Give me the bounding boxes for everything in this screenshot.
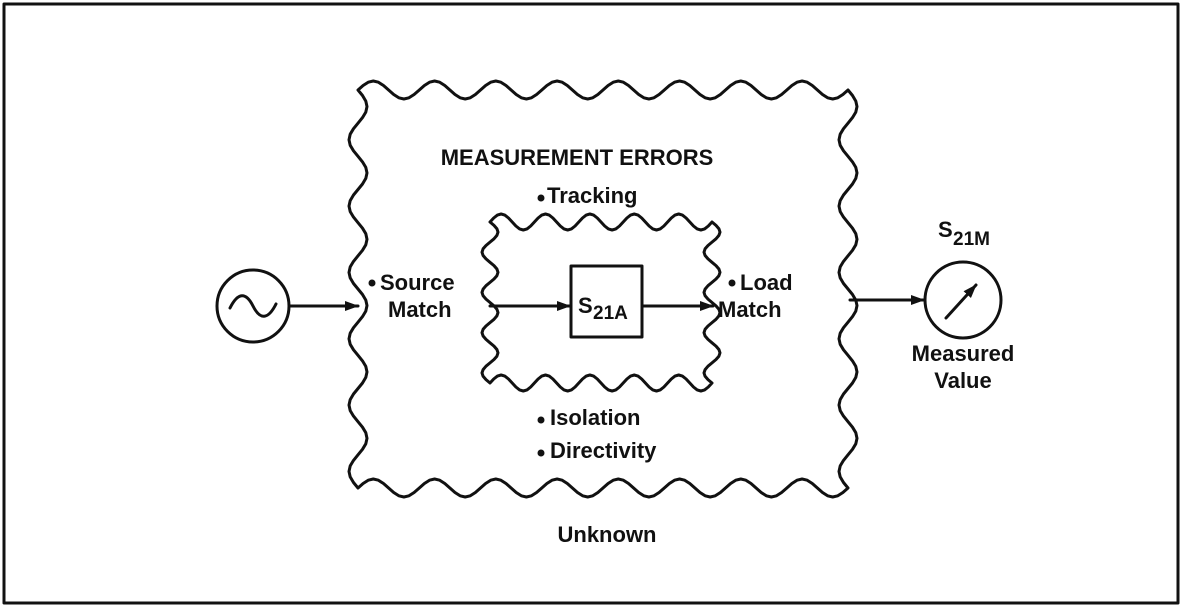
measurement-errors-heading: MEASUREMENT ERRORS bbox=[441, 145, 714, 170]
sine-wave-source-icon bbox=[215, 268, 291, 344]
unknown-label: Unknown bbox=[558, 522, 657, 547]
outer-error-boundary bbox=[347, 79, 859, 499]
meter-symbol: S bbox=[938, 217, 953, 242]
tracking-label: Tracking bbox=[547, 183, 637, 208]
load-match-label-2: Match bbox=[718, 297, 782, 322]
meter-caption-measured: Measured bbox=[912, 341, 1015, 366]
inner-dut-boundary bbox=[480, 212, 722, 393]
load-match-label-1: Load bbox=[740, 270, 793, 295]
bullet-markers bbox=[368, 194, 736, 457]
dut-subscript: 21A bbox=[593, 303, 628, 324]
dut-box bbox=[569, 264, 644, 339]
dut-symbol: S bbox=[578, 293, 593, 318]
source-match-label-1: Source bbox=[380, 270, 455, 295]
source-match-label-2: Match bbox=[388, 297, 452, 322]
directivity-label: Directivity bbox=[550, 438, 657, 463]
meter-needle-icon bbox=[923, 260, 1003, 340]
meter-subscript: 21M bbox=[953, 229, 990, 250]
isolation-label: Isolation bbox=[550, 405, 640, 430]
meter-caption-value: Value bbox=[934, 368, 991, 393]
